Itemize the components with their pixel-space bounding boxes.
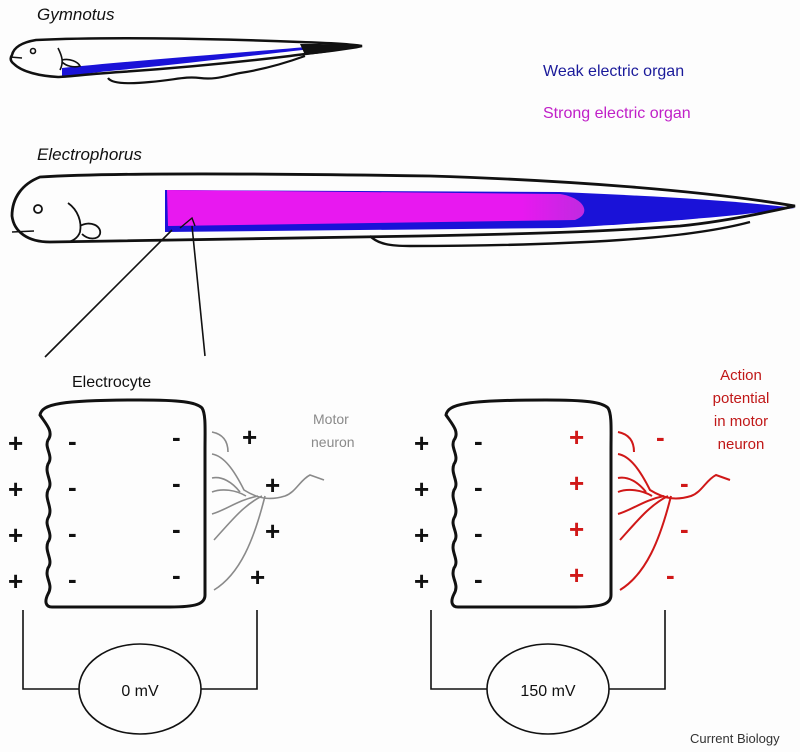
active-charge-outer-right-1: - xyxy=(680,468,689,498)
resting-neuron-label-line2: neuron xyxy=(311,434,355,450)
active-electrocyte xyxy=(444,398,613,609)
resting-charges: + + + + - - - - - - - - + + + + xyxy=(8,422,280,596)
active-neuron-label-line1: Action xyxy=(720,367,762,384)
active-charge-inner-right-0: + xyxy=(569,422,584,452)
charge-left-3: + xyxy=(8,566,23,596)
legend-strong-label: Strong electric organ xyxy=(543,105,691,122)
charge-inner-left-2: - xyxy=(68,518,77,548)
charge-left-0: + xyxy=(8,428,23,458)
charge-inner-right-3: - xyxy=(172,560,181,590)
electrophorus-strong-organ xyxy=(167,190,585,226)
charge-outer-right-0: + xyxy=(242,422,257,452)
resting-voltage-readout: 0 mV xyxy=(121,683,159,700)
active-charge-inner-right-2: + xyxy=(569,514,584,544)
resting-voltmeter xyxy=(78,643,202,735)
charge-outer-right-1: + xyxy=(265,470,280,500)
electrophorus-fish xyxy=(10,172,796,358)
active-charge-inner-left-0: - xyxy=(474,426,483,456)
active-charge-outer-right-0: - xyxy=(656,422,665,452)
active-neuron xyxy=(617,431,731,591)
charge-inner-left-1: - xyxy=(68,472,77,502)
active-charges: + + + + - - - - + + + + - - - - xyxy=(414,422,689,596)
resting-voltmeter-circuit xyxy=(22,610,258,735)
active-charge-inner-left-3: - xyxy=(474,564,483,594)
charge-inner-right-2: - xyxy=(172,514,181,544)
active-charge-left-0: + xyxy=(414,428,429,458)
resting-neuron-label-line1: Motor xyxy=(313,411,349,427)
active-neuron-label: Action potential in motor neuron xyxy=(713,367,770,453)
active-voltage-readout: 150 mV xyxy=(520,683,575,700)
active-charge-inner-left-1: - xyxy=(474,472,483,502)
charge-outer-right-3: + xyxy=(250,562,265,592)
legend-weak-label: Weak electric organ xyxy=(543,63,684,80)
charge-inner-left-0: - xyxy=(68,426,77,456)
electrocyte-label: Electrocyte xyxy=(72,374,151,391)
resting-neuron xyxy=(211,431,325,591)
active-neuron-label-line4: neuron xyxy=(718,436,765,453)
charge-left-2: + xyxy=(8,520,23,550)
charge-left-1: + xyxy=(8,474,23,504)
active-charge-outer-right-3: - xyxy=(666,560,675,590)
journal-credit: Current Biology xyxy=(690,731,780,746)
active-voltmeter xyxy=(486,643,610,735)
gymnotus-label: Gymnotus xyxy=(37,5,115,24)
active-neuron-label-line2: potential xyxy=(713,390,770,407)
gymnotus-weak-organ xyxy=(62,44,340,76)
resting-electrocyte xyxy=(38,398,207,609)
active-charge-inner-right-1: + xyxy=(569,468,584,498)
electrophorus-label: Electrophorus xyxy=(37,145,142,164)
charge-inner-left-3: - xyxy=(68,564,77,594)
active-neuron-label-line3: in motor xyxy=(714,413,768,430)
active-voltmeter-circuit xyxy=(430,610,666,735)
active-charge-left-2: + xyxy=(414,520,429,550)
active-charge-left-1: + xyxy=(414,474,429,504)
active-charge-inner-right-3: + xyxy=(569,560,584,590)
active-charge-left-3: + xyxy=(414,566,429,596)
active-charge-outer-right-2: - xyxy=(680,514,689,544)
charge-inner-right-1: - xyxy=(172,468,181,498)
charge-inner-right-0: - xyxy=(172,422,181,452)
gymnotus-fish xyxy=(9,37,363,85)
charge-outer-right-2: + xyxy=(265,516,280,546)
active-charge-inner-left-2: - xyxy=(474,518,483,548)
